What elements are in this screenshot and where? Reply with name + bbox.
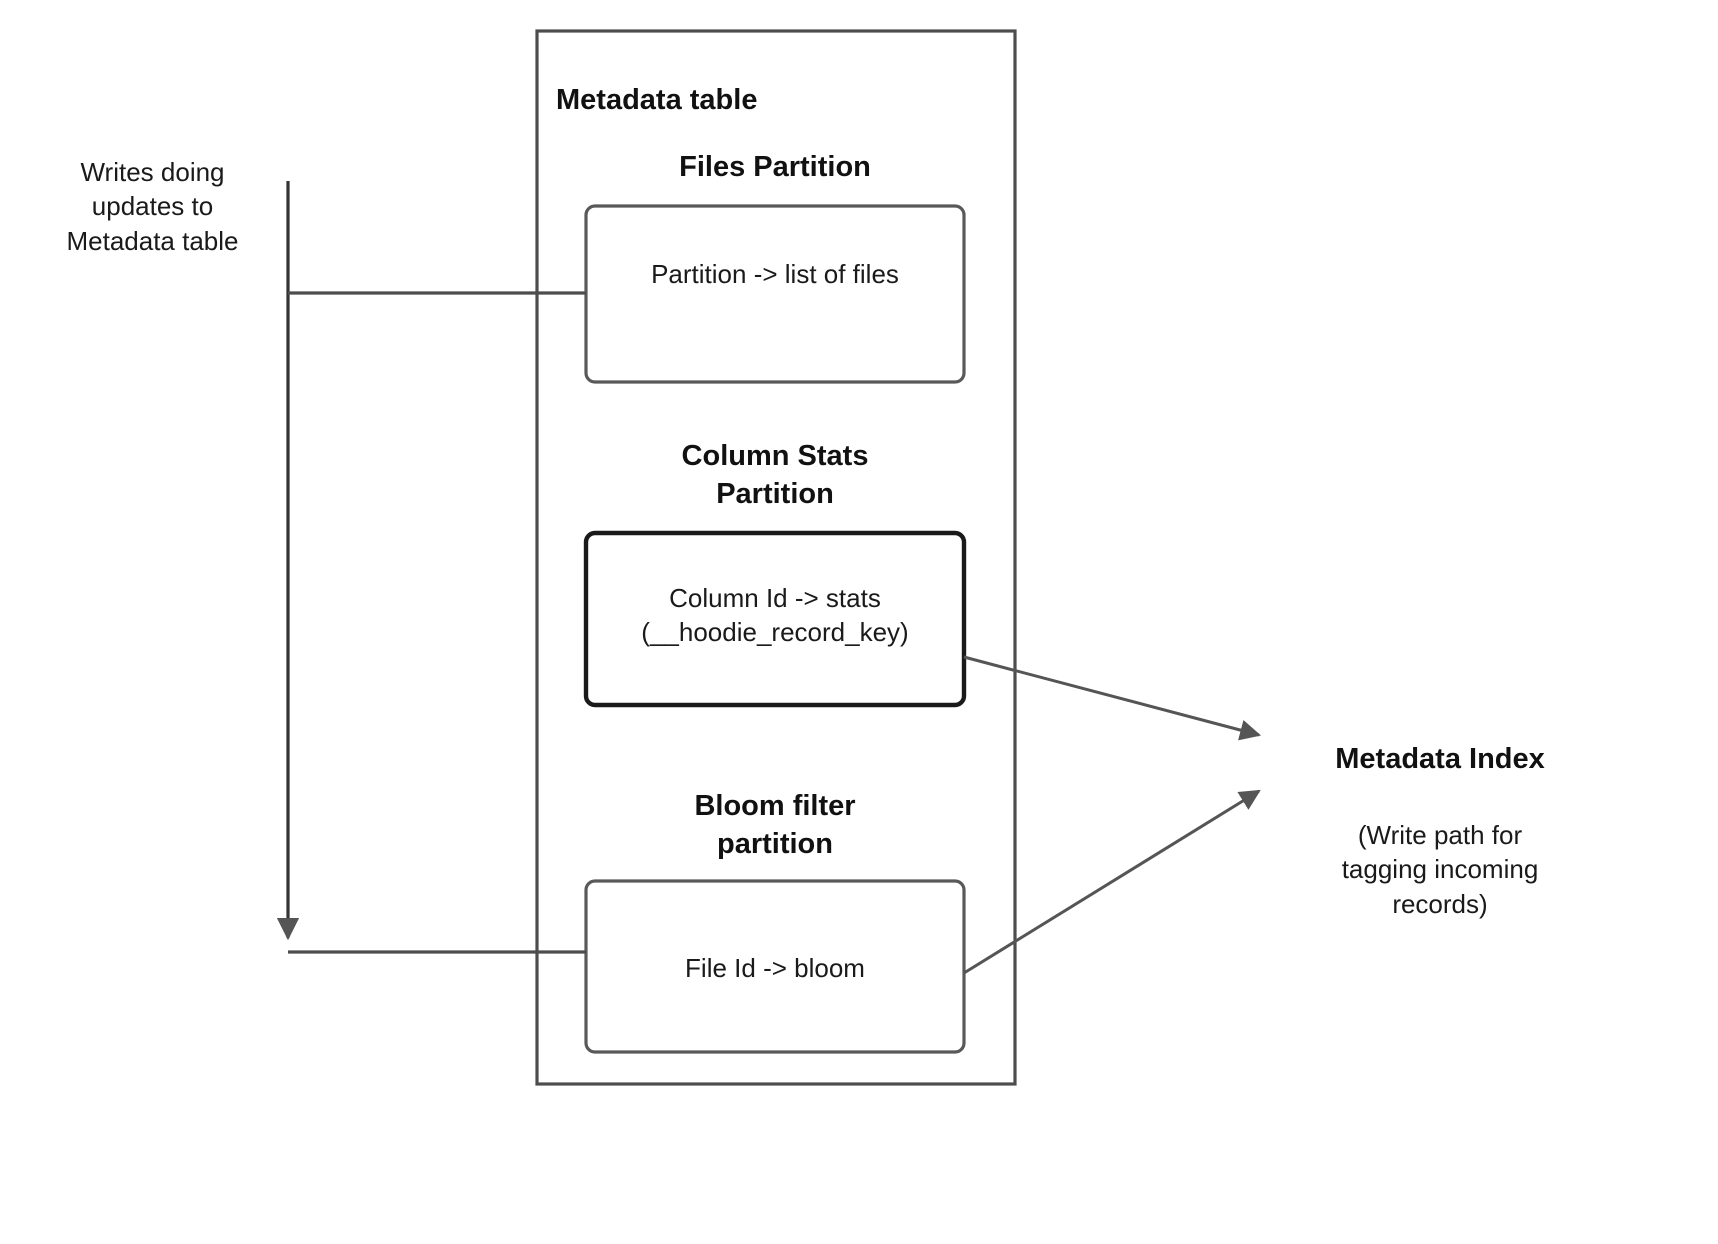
files-partition-box-text: Partition -> list of files	[651, 259, 899, 289]
bloom-filter-partition-box	[584, 879, 966, 1054]
bloom-filter-to-index-arrow	[963, 789, 1261, 975]
metadata-index-label: Metadata Index	[1335, 743, 1545, 775]
writes-updates-annotation: Writes doing updates to Metadata table	[66, 157, 239, 256]
bloom-filter-partition-heading: Bloom filter partition	[694, 790, 856, 861]
files-partition-heading: Files Partition	[679, 151, 871, 183]
column-stats-partition-box	[583, 530, 967, 708]
metadata-table-container	[535, 29, 1017, 1086]
column-stats-partition-heading: Column Stats Partition	[681, 440, 869, 511]
metadata-index-caption: (Write path for tagging incoming records…	[1341, 820, 1539, 919]
bloom-filter-partition-box-text: File Id -> bloom	[685, 953, 865, 983]
column-stats-partition-box-text: Column Id -> stats (__hoodie_record_key)	[641, 583, 909, 648]
files-partition-box	[584, 204, 966, 384]
column-stats-to-index-arrow	[963, 655, 1262, 741]
metadata-table-label: Metadata table	[556, 84, 758, 116]
